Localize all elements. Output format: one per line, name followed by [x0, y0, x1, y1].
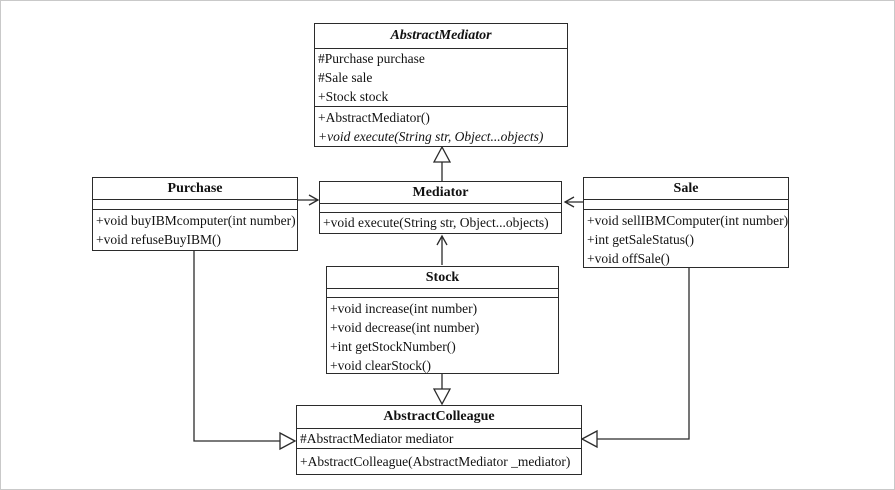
method: +void execute(String str, Object...objec…: [323, 215, 549, 230]
association-arrow-stock-to-mediator: [436, 234, 448, 265]
method: +AbstractColleague(AbstractMediator _med…: [300, 454, 571, 469]
attributes-compartment: #Purchase purchase #Sale sale +Stock sto…: [315, 48, 567, 106]
method: +void buyIBMcomputer(int number): [96, 213, 296, 228]
method: +void refuseBuyIBM(): [96, 232, 221, 247]
methods-compartment: +void increase(int number) +void decreas…: [327, 297, 558, 373]
methods-compartment: +void buyIBMcomputer(int number) +void r…: [93, 209, 297, 250]
method: +void decrease(int number): [330, 320, 480, 335]
methods-compartment: +AbstractColleague(AbstractMediator _med…: [297, 448, 581, 474]
method: +void sellIBMComputer(int number): [587, 213, 788, 228]
class-title-abstractmediator: AbstractMediator: [390, 28, 492, 43]
attribute: #Sale sale: [318, 70, 373, 85]
class-title-purchase: Purchase: [167, 181, 223, 196]
class-title-mediator: Mediator: [412, 185, 469, 200]
attributes-compartment-empty: [93, 199, 297, 209]
method: +AbstractMediator(): [318, 110, 430, 125]
attributes-compartment-empty: [327, 288, 558, 297]
attribute: #Purchase purchase: [318, 51, 425, 66]
generalization-arrow-purchase-to-abstractcolleague: [193, 250, 297, 451]
method: +void offSale(): [587, 251, 670, 266]
method: +int getSaleStatus(): [587, 232, 694, 247]
method: +void clearStock(): [330, 358, 431, 373]
methods-compartment: +void sellIBMComputer(int number) +int g…: [584, 209, 788, 267]
method: +void increase(int number): [330, 301, 478, 316]
class-box-stock: Stock +void increase(int number) +void d…: [326, 266, 559, 374]
class-title-sale: Sale: [673, 181, 699, 196]
class-title-abstractcolleague: AbstractColleague: [383, 409, 495, 424]
class-box-purchase: Purchase +void buyIBMcomputer(int number…: [92, 177, 298, 251]
class-box-abstractmediator: AbstractMediator #Purchase purchase #Sal…: [314, 23, 568, 147]
class-box-abstractcolleague: AbstractColleague #AbstractMediator medi…: [296, 405, 582, 475]
methods-compartment: +void execute(String str, Object...objec…: [320, 212, 561, 233]
class-title-stock: Stock: [425, 270, 460, 285]
methods-compartment: +AbstractMediator() +void execute(String…: [315, 106, 567, 146]
attributes-compartment: #AbstractMediator mediator: [297, 428, 581, 448]
method: +int getStockNumber(): [330, 339, 456, 354]
attributes-compartment-empty: [584, 199, 788, 209]
class-box-sale: Sale +void sellIBMComputer(int number) +…: [583, 177, 789, 268]
generalization-arrow-sale-to-abstractcolleague: [580, 267, 690, 449]
association-arrow-sale-to-mediator: [563, 196, 583, 208]
attribute: #AbstractMediator mediator: [300, 431, 454, 446]
association-arrow-purchase-to-mediator: [298, 194, 320, 206]
class-box-mediator: Mediator +void execute(String str, Objec…: [319, 181, 562, 234]
generalization-arrow-stock-to-abstractcolleague: [432, 373, 452, 406]
abstract-method: +void execute(String str, Object...objec…: [318, 129, 544, 144]
attributes-compartment-empty: [320, 203, 561, 212]
attribute: +Stock stock: [318, 89, 389, 104]
generalization-arrow-mediator-to-abstractmediator: [432, 145, 452, 181]
